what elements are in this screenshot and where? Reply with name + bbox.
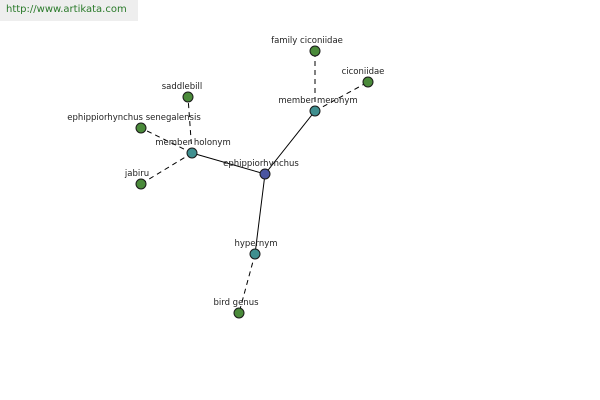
label-saddlebill[interactable]: saddlebill: [162, 82, 203, 92]
label-jabiru[interactable]: jabiru: [124, 169, 149, 179]
edge-center-to-member-holonym: [191, 152, 266, 175]
label-center[interactable]: ephippiorhynchus: [223, 159, 299, 169]
label-member-holonym[interactable]: member holonym: [155, 138, 230, 148]
url-banner[interactable]: http://www.artikata.com: [0, 0, 138, 21]
label-bird-genus[interactable]: bird genus: [213, 298, 259, 308]
node-member-holonym[interactable]: [186, 147, 198, 159]
nodes-layer: [135, 45, 374, 319]
node-bird-genus[interactable]: [233, 307, 245, 319]
edge-member-holonym-to-saddlebill: [187, 96, 193, 154]
label-member-meronym[interactable]: member meronym: [278, 96, 357, 106]
node-center[interactable]: [259, 168, 271, 180]
node-hypernym[interactable]: [249, 248, 261, 260]
edge-member-meronym-to-ciconiidae: [314, 81, 369, 112]
edge-center-to-hypernym: [254, 173, 266, 255]
edge-member-holonym-to-ephippiorhynchus-senegalensis: [140, 127, 193, 154]
edge-hypernym-to-bird-genus: [238, 253, 256, 314]
site-url-link[interactable]: http://www.artikata.com: [6, 4, 127, 15]
label-ciconiidae[interactable]: ciconiidae: [342, 67, 385, 77]
node-ciconiidae[interactable]: [362, 76, 374, 88]
label-hypernym[interactable]: hypernym: [234, 239, 277, 249]
node-ephippiorhynchus-senegalensis[interactable]: [135, 122, 147, 134]
node-member-meronym[interactable]: [309, 105, 321, 117]
labels-layer: ephippiorhynchus member meronym member hol…: [67, 36, 384, 308]
label-ephippiorhynchus-senegalensis[interactable]: ephippiorhynchus senegalensis: [67, 113, 201, 123]
node-jabiru[interactable]: [135, 178, 147, 190]
node-saddlebill[interactable]: [182, 91, 194, 103]
edge-member-holonym-to-jabiru: [140, 152, 193, 185]
node-family-ciconiidae[interactable]: [309, 45, 321, 57]
label-family-ciconiidae[interactable]: family ciconiidae: [271, 36, 343, 46]
edges-layer: [140, 51, 369, 314]
edge-center-to-member-meronym: [264, 110, 316, 175]
